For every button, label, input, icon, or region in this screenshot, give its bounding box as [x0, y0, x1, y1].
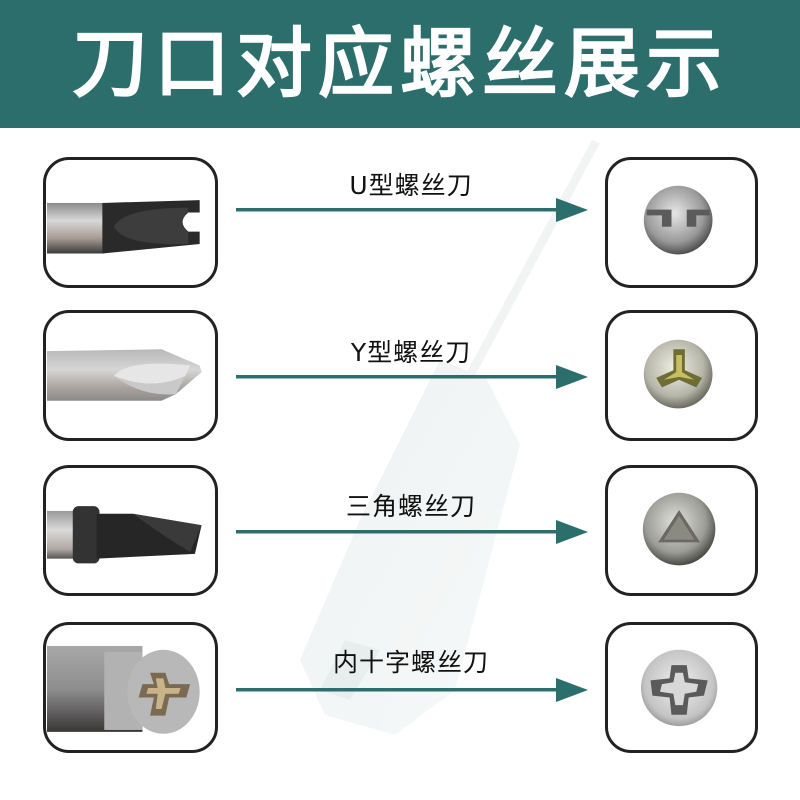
screw-head-box-triangle: [605, 465, 758, 596]
arrow-right-icon: [236, 365, 588, 389]
arrow-y: [236, 365, 588, 389]
triangle-screwdriver-tip-icon: [47, 506, 202, 564]
inner-cross-screwdriver-tip-icon: [47, 645, 200, 734]
u-type-screw-head-icon: [643, 185, 713, 255]
page-title: 刀口对应螺丝展示: [72, 19, 728, 108]
row-label-triangle: 三角螺丝刀: [345, 492, 476, 521]
row-label-u: U型螺丝刀: [349, 171, 473, 200]
arrow-triangle: [236, 520, 588, 544]
screw-head-box-u: [605, 157, 758, 288]
arrow-right-icon: [236, 198, 588, 222]
screwdriver-tip-box-inner-cross: [43, 622, 218, 753]
y-type-screw-head-icon: [643, 339, 713, 409]
inner-cross-screw-head-icon: [640, 649, 718, 727]
row-label-inner-cross: 内十字螺丝刀: [332, 648, 489, 677]
arrow-u: [236, 198, 588, 222]
screwdriver-tip-box-triangle: [43, 465, 218, 596]
arrow-inner-cross: [236, 678, 588, 702]
row-label-y: Y型螺丝刀: [350, 338, 472, 367]
screw-head-box-y: [605, 310, 758, 441]
screwdriver-tip-box-u: [43, 157, 218, 288]
triangle-screw-head-icon: [642, 492, 716, 566]
screw-head-box-inner-cross: [605, 622, 758, 753]
arrow-right-icon: [236, 520, 588, 544]
header-banner: 刀口对应螺丝展示: [0, 0, 800, 128]
u-type-screwdriver-tip-icon: [47, 200, 200, 254]
screwdriver-tip-box-y: [43, 310, 218, 441]
arrow-right-icon: [236, 678, 588, 702]
y-type-screwdriver-tip-icon: [47, 349, 202, 401]
